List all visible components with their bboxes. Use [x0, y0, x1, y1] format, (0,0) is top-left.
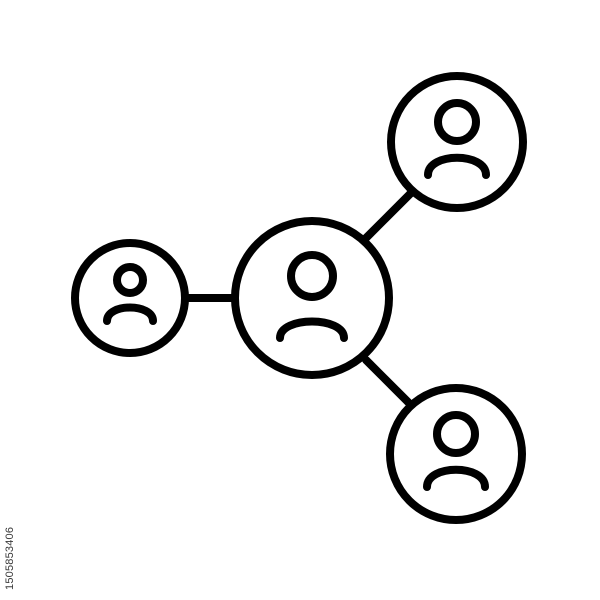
connector-bottom-right [362, 356, 412, 406]
connector-top-right [362, 190, 414, 242]
person-icon [424, 99, 490, 179]
node-center [231, 217, 393, 379]
person-icon [103, 263, 157, 325]
node-top-right [387, 72, 527, 212]
person-icon [423, 411, 489, 491]
node-bottom-right [386, 384, 526, 524]
stock-image-id: 1505853406 [4, 526, 16, 590]
node-left [71, 239, 189, 357]
person-icon [276, 251, 348, 342]
